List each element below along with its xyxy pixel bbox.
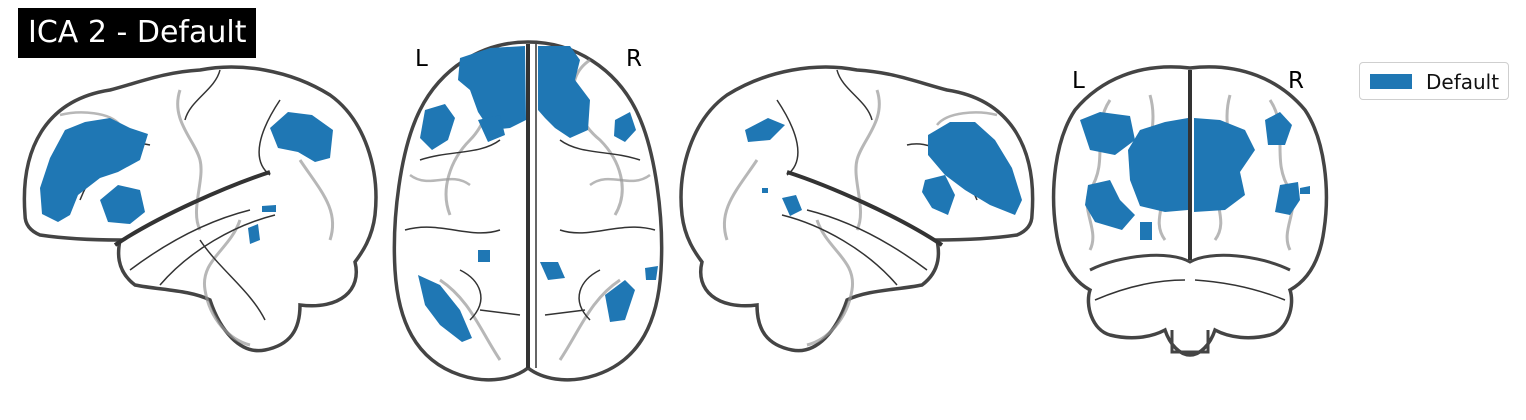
gyrus-line bbox=[113, 170, 271, 247]
activation-blobs bbox=[745, 118, 1022, 216]
gyrus-line bbox=[559, 226, 656, 234]
activation-blob bbox=[538, 46, 590, 138]
activation-blob bbox=[928, 122, 1022, 215]
sulcus-line bbox=[202, 219, 251, 347]
figure-title: ICA 2 - Default bbox=[18, 8, 257, 58]
gyrus-line bbox=[258, 99, 281, 176]
activation-blob bbox=[782, 195, 802, 216]
legend-label: Default bbox=[1426, 70, 1500, 94]
left-side-label: L bbox=[415, 46, 428, 72]
brain-outline bbox=[679, 65, 1035, 353]
right-side-label: R bbox=[626, 46, 642, 72]
sulcus-line bbox=[854, 89, 881, 231]
activation-blob bbox=[458, 46, 526, 130]
activation-blob bbox=[1265, 112, 1292, 145]
activation-blob bbox=[270, 112, 333, 162]
activation-blob bbox=[262, 205, 276, 212]
activation-blob bbox=[478, 250, 490, 262]
gyrus-line bbox=[1194, 279, 1286, 301]
gyrus-line bbox=[781, 214, 898, 286]
left-side-label: L bbox=[1072, 68, 1085, 94]
sulcus-line bbox=[589, 173, 651, 187]
gyrus-line bbox=[129, 209, 251, 271]
activation-blobs bbox=[40, 112, 333, 244]
brain-outline bbox=[22, 65, 378, 353]
activation-blob bbox=[1194, 118, 1255, 212]
sagittal-right-view bbox=[679, 65, 1035, 353]
activation-blob bbox=[100, 185, 145, 224]
activation-blob bbox=[762, 188, 768, 193]
activation-blob bbox=[605, 280, 635, 322]
activation-blob bbox=[645, 266, 658, 280]
activation-blob bbox=[420, 104, 455, 150]
gyrus-line bbox=[559, 139, 641, 161]
activation-blob bbox=[614, 112, 636, 142]
sulcus-line bbox=[409, 173, 471, 187]
gyrus-line bbox=[578, 269, 601, 321]
gyrus-line bbox=[786, 170, 944, 247]
axial-view: L R bbox=[392, 40, 664, 382]
gyrus-line bbox=[459, 269, 482, 321]
cerebellum-outline bbox=[1089, 253, 1291, 272]
right-side-label: R bbox=[1288, 68, 1304, 94]
activation-blob bbox=[745, 118, 785, 142]
gyrus-line bbox=[836, 69, 873, 121]
gyrus-line bbox=[199, 239, 266, 321]
activation-blob bbox=[1128, 118, 1188, 212]
sulcus-line bbox=[722, 159, 759, 241]
gyrus-line bbox=[544, 309, 586, 316]
activation-blob bbox=[1140, 222, 1152, 240]
gyrus-line bbox=[419, 139, 501, 161]
legend: Default bbox=[1359, 62, 1509, 100]
gyrus-line bbox=[184, 69, 221, 121]
gyrus-line bbox=[479, 309, 521, 316]
activation-blob bbox=[1275, 182, 1300, 215]
activation-blob bbox=[418, 275, 472, 342]
activation-blob bbox=[1085, 180, 1135, 230]
gyrus-line bbox=[776, 99, 799, 176]
sulcus-line bbox=[176, 89, 203, 231]
gyrus-line bbox=[806, 209, 928, 271]
activation-blob bbox=[922, 175, 955, 215]
sulcus-line bbox=[298, 159, 335, 241]
brainstem-outline bbox=[1170, 330, 1210, 354]
activation-blobs bbox=[1080, 112, 1310, 240]
activation-blob bbox=[1300, 186, 1310, 194]
legend-swatch bbox=[1370, 74, 1412, 89]
activation-blob bbox=[540, 262, 565, 280]
activation-blob bbox=[248, 224, 260, 244]
activation-blobs bbox=[418, 46, 658, 342]
activation-blob bbox=[1080, 112, 1135, 155]
activation-blob bbox=[478, 115, 505, 142]
coronal-view: L R bbox=[1051, 65, 1329, 357]
sulcus-line bbox=[936, 111, 998, 126]
sagittal-left-view bbox=[22, 65, 378, 353]
gyrus-line bbox=[1094, 279, 1186, 301]
sulcus-line bbox=[806, 219, 855, 347]
gyrus-line bbox=[159, 214, 276, 286]
gyrus-line bbox=[404, 226, 501, 234]
activation-blob bbox=[40, 118, 148, 222]
